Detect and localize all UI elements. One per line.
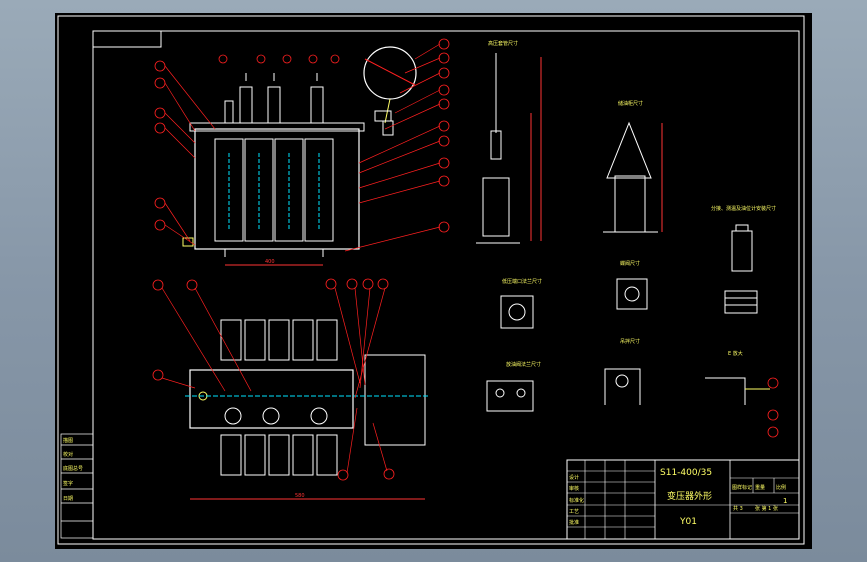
cable-box-view: 分接、测温及油位计安装尺寸 [711,205,776,314]
front-balloons [154,38,450,233]
stamp-row-1: 校对 [63,451,73,458]
stamp-table [60,433,94,539]
lv-flange-view: 低压端口法兰尺寸 [500,278,542,329]
outer-frame [57,15,805,545]
title-text: S11-400/35 变压器外形 Y01 图样标记 重量 比例 1 共 3 张 … [63,437,787,527]
plan-view: 580 [185,319,430,500]
svg-text:放油阀法兰尺寸: 放油阀法兰尺寸 [506,361,541,368]
oil-valve-view: 蝶阀尺寸 [616,260,648,310]
svg-text:高压套管尺寸: 高压套管尺寸 [488,40,518,47]
svg-text:低压端口法兰尺寸: 低压端口法兰尺寸 [502,278,542,285]
transformer-outline-drawing: 400 [57,15,805,545]
meta-label-0: 图样标记 [732,484,752,491]
svg-text:E 放大: E 放大 [728,350,743,357]
sheet-total: 共 3 [733,505,743,512]
svg-text:蝶阀尺寸: 蝶阀尺寸 [620,260,640,267]
meta-label-1: 重量 [755,484,765,491]
sign-row-1: 审核 [569,485,579,492]
lifting-view: 吊拌尺寸 [604,338,641,405]
sign-row-3: 工艺 [569,509,579,515]
conservator-view: 储油柜尺寸 [603,100,663,233]
meta-label-2: 比例 [776,484,786,491]
title-block [566,459,800,540]
plan-leaders [161,287,388,474]
svg-text:400: 400 [265,259,275,265]
model-label: S11-400/35 [660,468,712,478]
stamp-row-0: 描图 [63,437,73,444]
svg-text:储油柜尺寸: 储油柜尺寸 [618,100,643,107]
svg-text:吊拌尺寸: 吊拌尺寸 [620,338,640,345]
svg-text:580: 580 [295,493,305,499]
drain-flange-view: 放油阀法兰尺寸 [486,361,541,412]
stamp-row-2: 底图总号 [63,465,83,472]
inner-frame [92,30,800,540]
svg-text:分接、测温及油位计安装尺寸: 分接、测温及油位计安装尺寸 [711,205,776,212]
sign-row-4: 批准 [569,519,579,526]
scale-value: 1 [783,497,787,505]
front-view: 400 [182,46,417,266]
drawing-title: 变压器外形 [667,490,712,502]
front-leaders [164,43,441,252]
sign-row-2: 标准化 [569,497,584,504]
corner-box [92,30,162,48]
stamp-row-3: 签字 [63,480,73,487]
bracket-view: E 放大 [705,350,779,438]
plan-balloons [152,278,395,481]
drawing-viewport[interactable]: 400 [55,13,812,549]
sign-row-0: 设计 [569,474,579,481]
hv-bushing-view: 高压套管尺寸 [476,40,542,244]
sheet-number: 张 第 1 张 [755,505,778,512]
drawing-number: Y01 [679,517,697,527]
stamp-row-4: 日期 [63,496,73,502]
